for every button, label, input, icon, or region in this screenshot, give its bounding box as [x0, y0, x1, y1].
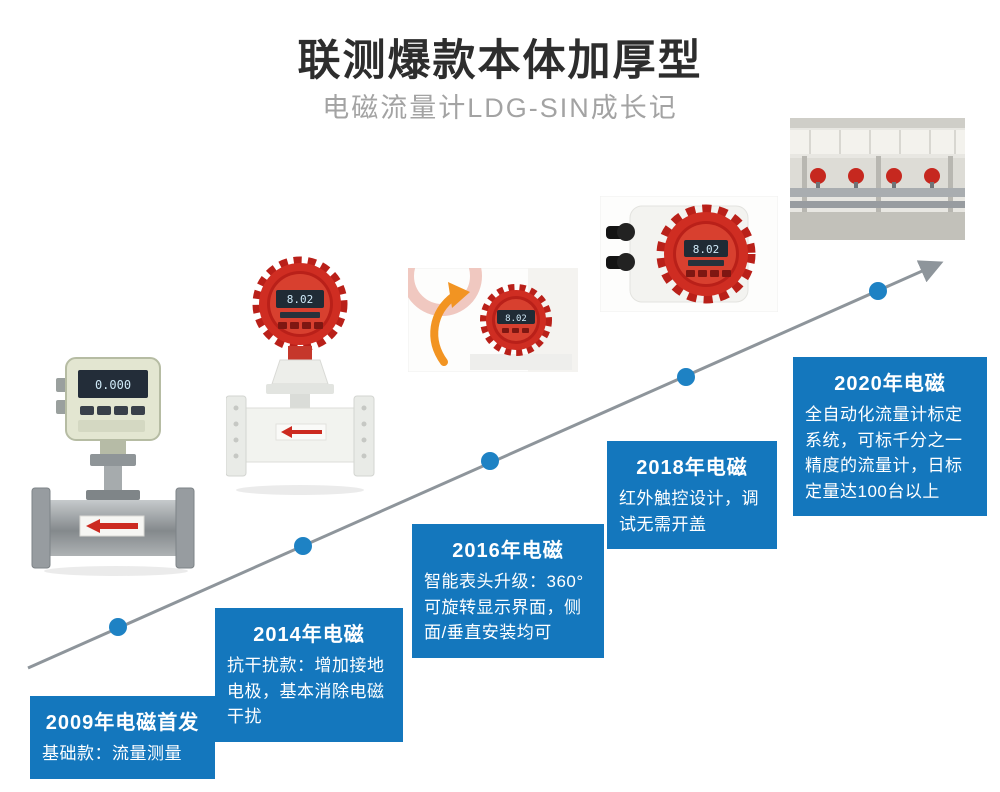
calibration-pipes	[790, 188, 965, 208]
meter-2009-flange-left	[31, 487, 51, 569]
milestone-year: 2014年电磁	[253, 624, 365, 646]
meter-2018-head: 8.02	[656, 204, 756, 304]
milestone-year: 2009年电磁首发	[45, 712, 200, 734]
milestone-year: 2018年电磁	[636, 457, 748, 479]
product-photo-2020	[790, 118, 965, 240]
meter-2009-head: 0.000	[56, 357, 161, 441]
meter-2009-lcd-value: 0.000	[95, 378, 131, 392]
support-posts	[802, 156, 953, 214]
factory-windows	[790, 130, 965, 154]
meter-2014-lcd-value: 8.02	[287, 293, 314, 306]
milestone-year: 2020年电磁	[834, 373, 946, 395]
meter-2014-neck	[266, 346, 334, 408]
factory-floor	[790, 212, 965, 240]
meter-2014-head: 8.02	[252, 256, 348, 352]
timeline-dot-2014	[294, 537, 312, 555]
meter-row	[810, 168, 940, 192]
meter-2009-pipe	[31, 487, 195, 569]
meter-2016-illustration: 8.02	[402, 236, 579, 373]
milestone-description: 全自动化流量计标定系统，可标千分之一精度的流量计，日标定量达100台以上	[805, 405, 963, 501]
product-photo-2018: 8.02	[599, 195, 779, 313]
meter-2018-buttons	[686, 270, 731, 277]
meter-2009-flange-right	[175, 487, 195, 569]
meter-2018-illustration: 8.02	[599, 195, 779, 313]
meter-2014-flange-left	[225, 395, 247, 477]
meter-2014-shadow	[236, 485, 364, 495]
timeline-dot-2020	[869, 282, 887, 300]
meter-2009-illustration: 0.000	[31, 357, 195, 576]
page-subtitle: 电磁流量计LDG-SIN成长记	[322, 93, 678, 123]
meter-2014-flow-arrow	[281, 426, 322, 438]
product-photo-2014: 8.02	[225, 252, 376, 497]
timeline-dot-2009	[109, 618, 127, 636]
milestone-2020: 2020年电磁 全自动化流量计标定系统，可标千分之一精度的流量计，日标定量达10…	[793, 357, 987, 516]
meter-2014-buttons	[278, 322, 323, 329]
product-photo-2009: 0.000	[28, 352, 208, 577]
meter-2009-flow-arrow	[86, 519, 138, 533]
milestone-year: 2016年电磁	[452, 540, 564, 562]
meter-2009-neck	[86, 440, 140, 500]
meter-2018-lcd	[684, 240, 728, 257]
meter-2009-lcd	[78, 370, 148, 398]
meter-2014-lcd	[276, 290, 324, 308]
milestone-description: 智能表头升级：360°可旋转显示界面，侧面/垂直安装均可	[424, 572, 584, 642]
meter-2014-pipe	[225, 395, 375, 477]
meter-2018-lcd-value: 8.02	[693, 243, 720, 256]
milestone-2018: 2018年电磁 红外触控设计，调试无需开盖	[607, 441, 777, 549]
meter-2014-flange-right	[353, 395, 375, 477]
product-photo-2016: 8.02	[402, 236, 579, 373]
meter-2016-lcd	[497, 310, 535, 324]
calibration-line-illustration	[790, 118, 965, 240]
rotate-arrow-icon	[430, 282, 470, 366]
meter-2016-head: 8.02	[480, 284, 552, 356]
milestone-description: 基础款：流量测量	[42, 744, 182, 763]
milestone-2014: 2014年电磁 抗干扰款：增加接地电极，基本消除电磁干扰	[215, 608, 403, 742]
meter-2009-shadow	[44, 566, 188, 576]
meter-2009-buttons	[80, 406, 145, 415]
milestone-2009: 2009年电磁首发 基础款：流量测量	[30, 696, 215, 779]
milestone-2016: 2016年电磁 智能表头升级：360°可旋转显示界面，侧面/垂直安装均可	[412, 524, 604, 658]
timeline-dot-2016	[481, 452, 499, 470]
milestone-description: 红外触控设计，调试无需开盖	[619, 489, 759, 534]
page-title: 联测爆款本体加厚型	[297, 37, 703, 85]
meter-2016-lcd-value: 8.02	[505, 314, 527, 324]
cable-glands	[606, 223, 635, 271]
meter-2014-illustration: 8.02	[225, 256, 375, 495]
milestone-description: 抗干扰款：增加接地电极，基本消除电磁干扰	[227, 656, 385, 726]
timeline-dots	[109, 282, 887, 636]
timeline-dot-2018	[677, 368, 695, 386]
